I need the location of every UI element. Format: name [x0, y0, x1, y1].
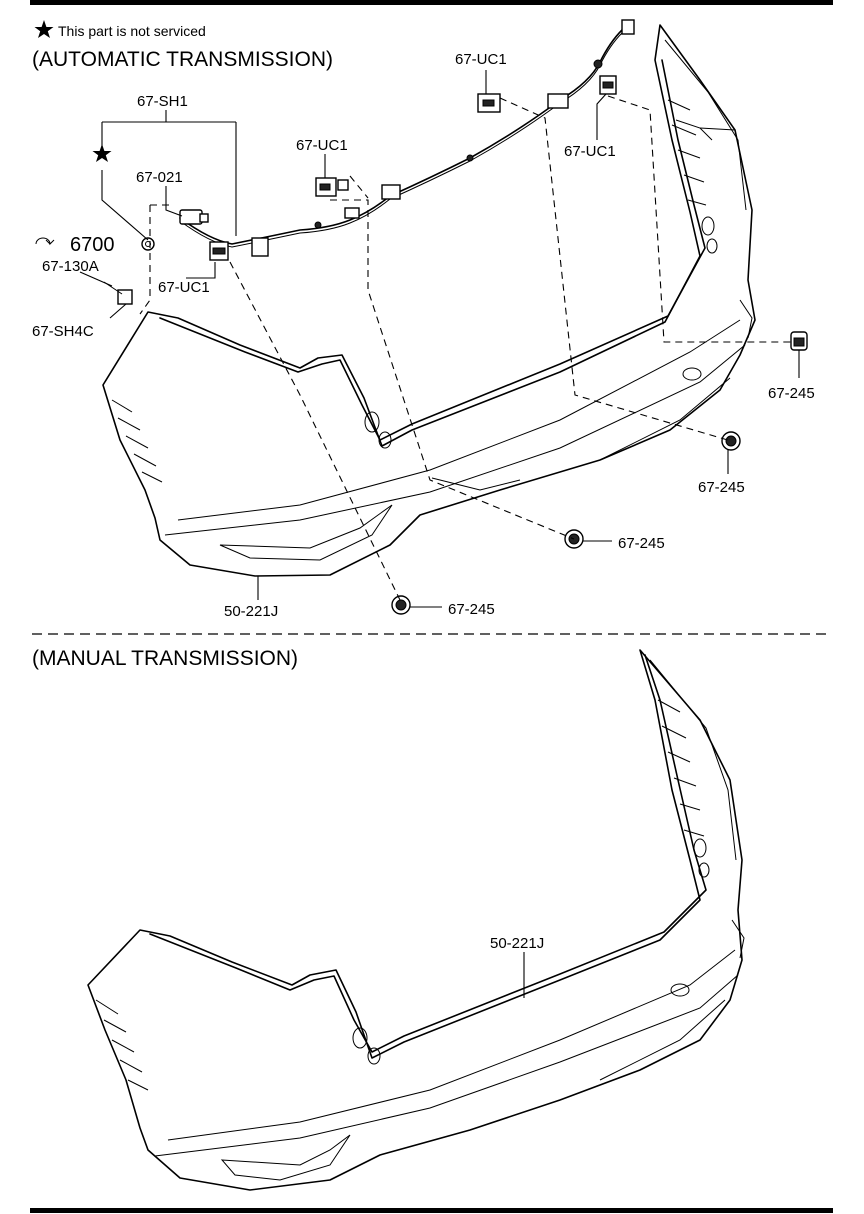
- label-67-245-upper-mid: 67-245: [698, 479, 745, 496]
- ref-6700: 6700: [35, 234, 115, 256]
- rear-bumper-manual: [87, 649, 745, 1191]
- label-67-021: 67-021: [136, 169, 183, 186]
- connector-upper-right-a: [547, 93, 569, 109]
- section-title-manual: (MANUAL TRANSMISSION): [32, 647, 298, 670]
- grommet-67-sh1: [141, 237, 155, 251]
- bottom-border: [30, 1208, 833, 1213]
- connector-mid-left: [315, 177, 349, 197]
- connector-67-021: [179, 209, 209, 225]
- legend-note: This part is not serviced: [58, 23, 206, 39]
- leader-lines: [79, 70, 800, 608]
- label-50-221j-auto: 50-221J: [224, 603, 278, 620]
- ref-arrow-icon: [35, 237, 55, 246]
- label-6700: 6700: [70, 234, 115, 256]
- label-67-uc1-left: 67-UC1: [158, 279, 210, 296]
- connector-upper-right-b: [599, 75, 617, 95]
- label-67-sh4c: 67-SH4C: [32, 323, 94, 340]
- label-67-245-lower: 67-245: [448, 601, 495, 618]
- label-67-uc1-mid: 67-UC1: [296, 137, 348, 154]
- label-67-130a: 67-130A: [42, 258, 99, 275]
- label-67-245-mid: 67-245: [618, 535, 665, 552]
- sensor-67-245-upper-mid: [721, 431, 741, 451]
- label-67-sh1: 67-SH1: [137, 93, 188, 110]
- connector-upper-center: [477, 93, 501, 113]
- assembly-lines: [139, 95, 795, 601]
- not-serviced-star-icon: [92, 144, 112, 162]
- label-67-uc1-right: 67-UC1: [564, 143, 616, 160]
- label-50-221j-manual: 50-221J: [490, 935, 544, 952]
- connector-mid: [344, 184, 401, 219]
- legend: This part is not serviced: [34, 20, 206, 39]
- sensor-bracket-left: [209, 241, 229, 261]
- sensor-67-245-lower: [391, 595, 411, 615]
- rear-bumper-automatic: [102, 24, 756, 577]
- top-border: [30, 0, 833, 5]
- label-67-245-right: 67-245: [768, 385, 815, 402]
- star-icon: [34, 20, 54, 38]
- section-title-automatic: (AUTOMATIC TRANSMISSION): [32, 48, 333, 71]
- connector-top-end: [621, 19, 635, 35]
- bolt-67-130a: [103, 281, 133, 305]
- sensor-67-245-right: [790, 331, 808, 351]
- connector-left-2: [251, 237, 269, 257]
- label-67-uc1-top: 67-UC1: [455, 51, 507, 68]
